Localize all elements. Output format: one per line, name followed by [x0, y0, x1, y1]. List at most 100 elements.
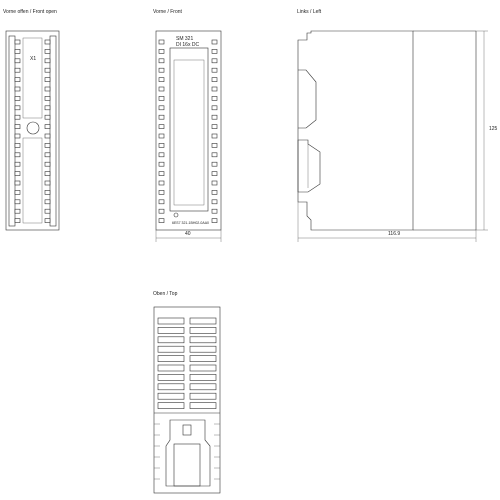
terminal	[14, 199, 21, 205]
left-depth-dimension: 116.9	[388, 231, 400, 237]
terminal	[44, 114, 51, 120]
terminal	[211, 124, 218, 129]
terminal	[211, 114, 218, 120]
front-open-center-screw	[26, 121, 40, 135]
top-terminal-left	[157, 336, 185, 344]
terminal	[14, 86, 21, 92]
terminal	[44, 180, 51, 186]
terminal	[211, 39, 218, 45]
terminal	[44, 190, 51, 195]
front-width-dimension: 40	[185, 231, 191, 237]
front-open-lower-channel	[22, 137, 43, 224]
front-status-led	[173, 212, 179, 218]
terminal	[158, 133, 165, 139]
terminal	[44, 133, 51, 139]
terminal	[158, 152, 165, 158]
terminal	[211, 86, 218, 92]
top-side-notches	[154, 423, 220, 480]
terminal	[158, 39, 165, 45]
terminal	[211, 208, 218, 214]
top-terminal-right	[189, 383, 217, 391]
top-connector-housing	[165, 419, 211, 487]
top-terminal-right	[189, 402, 217, 409]
top-terminal-left	[157, 327, 185, 334]
terminal	[44, 218, 51, 223]
top-terminal-right	[189, 364, 217, 372]
terminal	[14, 58, 21, 64]
top-terminal-left	[157, 402, 185, 409]
front-open-left-terminals	[14, 39, 21, 223]
front-label: Vorne / Front	[153, 9, 183, 15]
terminal	[158, 190, 165, 195]
terminal	[14, 39, 21, 45]
terminal	[211, 190, 218, 195]
terminal	[158, 114, 165, 120]
left-hook	[298, 69, 317, 129]
terminal	[158, 77, 165, 82]
terminal	[158, 96, 165, 101]
terminal	[211, 105, 218, 111]
terminal	[14, 143, 21, 148]
front-right-terminals	[211, 39, 218, 223]
terminal	[158, 180, 165, 186]
terminal	[211, 143, 218, 148]
terminal	[158, 124, 165, 129]
top-terminal-left	[157, 392, 185, 400]
terminal	[158, 218, 165, 223]
terminal	[211, 96, 218, 101]
front-open-outline	[5, 30, 60, 231]
terminal	[14, 114, 21, 120]
terminal	[14, 180, 21, 186]
terminal	[44, 58, 51, 64]
front-module-text-1: SM 321	[176, 36, 193, 42]
top-connector-slot	[173, 443, 201, 487]
top-terminal-right	[189, 317, 217, 325]
terminal	[44, 49, 51, 54]
terminal	[211, 67, 218, 73]
terminal	[211, 152, 218, 158]
terminal	[158, 171, 165, 176]
front-open-right-terminals	[44, 39, 51, 223]
terminal	[44, 199, 51, 205]
terminal	[158, 208, 165, 214]
terminal	[44, 67, 51, 73]
top-terminal-left	[157, 345, 185, 353]
front-open-left-rail	[8, 35, 16, 227]
left-connector	[297, 139, 321, 193]
terminal	[211, 133, 218, 139]
terminal	[158, 105, 165, 111]
top-terminal-right	[189, 392, 217, 400]
terminal	[44, 208, 51, 214]
terminal	[44, 86, 51, 92]
terminal	[158, 58, 165, 64]
terminal	[211, 77, 218, 82]
terminal	[14, 67, 21, 73]
terminal	[44, 96, 51, 101]
top-terminal-left	[157, 364, 185, 372]
terminal	[211, 171, 218, 176]
terminal	[44, 161, 51, 167]
terminal	[14, 49, 21, 54]
terminal	[14, 161, 21, 167]
top-terminal-right	[189, 355, 217, 362]
front-open-upper-channel	[22, 37, 43, 119]
terminal	[158, 199, 165, 205]
terminal	[14, 190, 21, 195]
top-terminal-right	[189, 336, 217, 344]
front-label-strip	[169, 47, 209, 212]
terminal	[14, 171, 21, 176]
terminal	[44, 124, 51, 129]
front-label-inner	[173, 59, 205, 206]
left-height-dimension: 125	[489, 126, 498, 132]
top-terminal-right	[189, 327, 217, 334]
terminal	[158, 143, 165, 148]
top-terminal-left	[157, 355, 185, 362]
front-open-label: Vorne offen / Front open	[3, 9, 57, 15]
front-view: Vorne / Front SM 321 DI 16x DC 6ES7 321-…	[153, 9, 222, 242]
top-terminal-rows	[157, 317, 217, 409]
front-outline	[155, 30, 222, 231]
terminal	[211, 58, 218, 64]
terminal	[14, 152, 21, 158]
top-connector-key	[182, 424, 192, 436]
terminal	[14, 208, 21, 214]
